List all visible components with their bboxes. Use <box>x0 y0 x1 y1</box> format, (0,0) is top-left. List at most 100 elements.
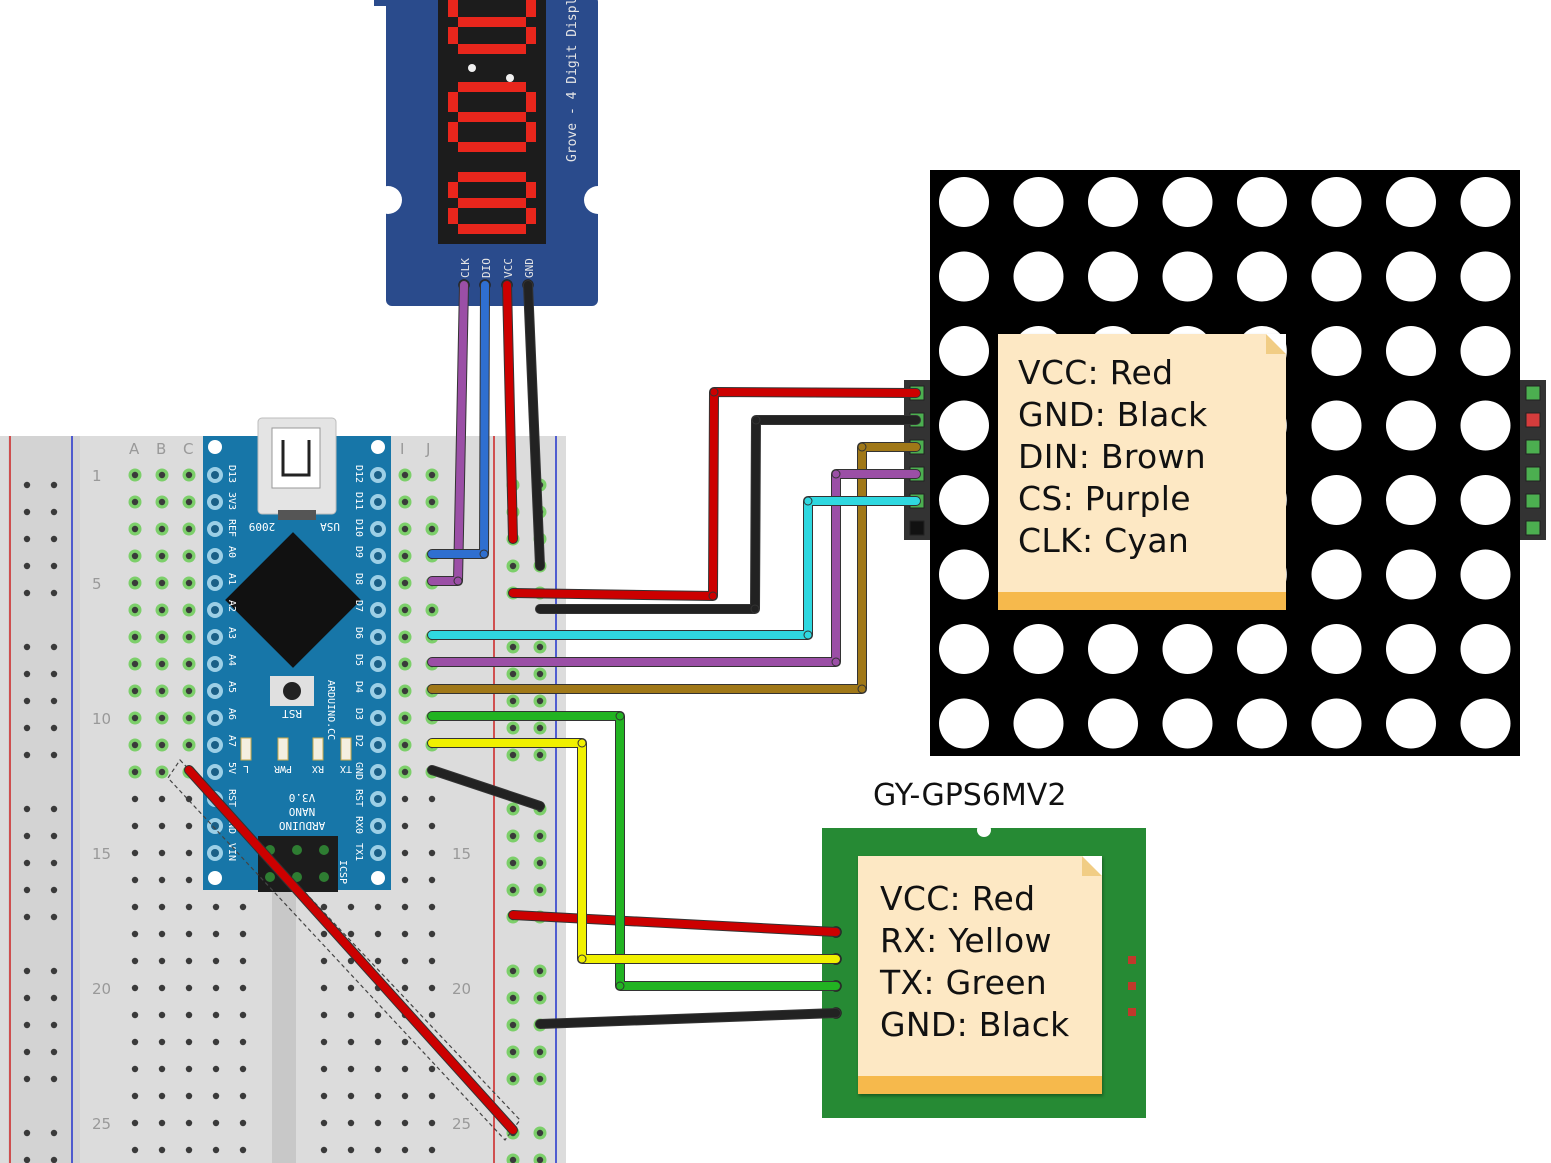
breadboard-hole <box>428 930 436 938</box>
breadboard-hole <box>401 579 409 587</box>
breadboard-hole <box>347 1119 355 1127</box>
segment <box>458 112 526 122</box>
breadboard-hole <box>536 994 544 1002</box>
breadboard-hole <box>185 606 193 614</box>
arduino-pin-label: A3 <box>226 627 237 639</box>
arduino-led-label: RX <box>312 763 324 774</box>
arduino-pin-label: A5 <box>226 681 237 693</box>
wire-display-dio-blue-bend <box>479 549 489 559</box>
matrix-led <box>1237 624 1287 674</box>
wire-display-vcc-red[interactable] <box>503 281 517 543</box>
matrix-led <box>939 549 989 600</box>
breadboard-hole <box>50 1129 58 1137</box>
wire-matrix-vcc-red-bend <box>708 591 718 601</box>
wire-gps-tx-green-bend <box>615 981 625 991</box>
arduino-pin-label: 3V3 <box>226 492 237 510</box>
matrix-led <box>1088 177 1138 227</box>
breadboard-hole <box>23 832 31 840</box>
wire-gps-vcc-red[interactable] <box>509 911 840 936</box>
matrix-note-gnd: GND: Black <box>1018 395 1208 434</box>
segment <box>458 198 526 208</box>
breadboard-hole <box>428 471 436 479</box>
breadboard-hole <box>158 876 166 884</box>
wire-matrix-cs-purple-bend <box>831 657 841 667</box>
wire-matrix-vcc-red[interactable] <box>509 388 920 600</box>
breadboard-hole <box>23 859 31 867</box>
breadboard-hole <box>131 822 139 830</box>
pin-label-dio: DIO <box>480 258 493 278</box>
breadboard-hole <box>536 643 544 651</box>
breadboard-hole <box>428 795 436 803</box>
breadboard-hole <box>23 1129 31 1137</box>
matrix-led <box>1386 549 1436 600</box>
breadboard-hole <box>536 1156 544 1163</box>
breadboard-hole <box>509 1021 517 1029</box>
wire-matrix-clk-cyan[interactable] <box>428 497 920 639</box>
segment <box>458 82 526 92</box>
matrix-led <box>1237 251 1287 302</box>
breadboard-hole <box>212 1119 220 1127</box>
breadboard-hole <box>239 1146 247 1154</box>
row-num-1-left: 1 <box>92 467 102 485</box>
arduino-pin-hole <box>211 498 219 506</box>
breadboard-hole <box>50 832 58 840</box>
arduino-brand: ARDUINO.CC <box>325 680 336 740</box>
matrix-led <box>1460 698 1511 749</box>
matrix-out-pin[interactable] <box>1525 439 1541 455</box>
breadboard-hole <box>23 886 31 894</box>
breadboard-hole <box>23 535 31 543</box>
breadboard-hole <box>23 1156 31 1163</box>
breadboard-hole <box>509 724 517 732</box>
matrix-in-pin[interactable] <box>909 520 925 536</box>
wire-gps-rx-yellow[interactable] <box>428 739 840 963</box>
breadboard-hole <box>401 1146 409 1154</box>
arduino-pin-label: A1 <box>226 573 237 585</box>
breadboard-hole <box>158 1038 166 1046</box>
matrix-led <box>1460 400 1511 451</box>
row-num-25-right: 25 <box>452 1115 471 1133</box>
wire-display-gnd-black[interactable] <box>524 281 544 570</box>
breadboard-hole <box>401 714 409 722</box>
breadboard-hole <box>185 498 193 506</box>
breadboard-hole <box>131 768 139 776</box>
wire-gnd-jumper-black[interactable] <box>428 766 544 810</box>
breadboard-hole <box>401 903 409 911</box>
gps-module-title: GY-GPS6MV2 <box>873 778 1067 813</box>
matrix-note-din: DIN: Brown <box>1018 437 1207 476</box>
matrix-led <box>1460 475 1511 525</box>
wire-matrix-gnd-black[interactable] <box>536 416 920 613</box>
matrix-led <box>1460 326 1511 376</box>
matrix-out-pin[interactable] <box>1525 520 1541 536</box>
arduino-pin-hole <box>374 741 382 749</box>
wires <box>167 280 921 1141</box>
wire-gps-tx-green-bend <box>615 711 625 721</box>
breadboard-hole <box>23 562 31 570</box>
matrix-out-pin[interactable] <box>1525 412 1541 428</box>
wire-gps-tx-green[interactable] <box>428 712 840 990</box>
wire-gps-rx-yellow-bend <box>577 954 587 964</box>
matrix-out-pin[interactable] <box>1525 466 1541 482</box>
breadboard-hole <box>401 957 409 965</box>
breadboard-hole <box>428 525 436 533</box>
breadboard-hole <box>185 741 193 749</box>
note-fold-corner <box>1266 334 1286 354</box>
breadboard-hole <box>320 1119 328 1127</box>
wire-gps-gnd-black[interactable] <box>536 1009 840 1028</box>
breadboard-hole <box>401 1038 409 1046</box>
breadboard-hole <box>131 1119 139 1127</box>
matrix-out-pin[interactable] <box>1525 385 1541 401</box>
breadboard-hole <box>23 643 31 651</box>
arduino-pin-label: A4 <box>226 654 237 666</box>
wire-matrix-cs-purple[interactable] <box>428 470 920 666</box>
breadboard-hole <box>185 471 193 479</box>
wire-5v-jumper-red[interactable] <box>185 766 517 1134</box>
matrix-out-pin[interactable] <box>1525 493 1541 509</box>
arduino-pin-label: D8 <box>353 573 364 585</box>
breadboard-hole <box>374 957 382 965</box>
breadboard-hole <box>239 1119 247 1127</box>
matrix-led <box>1013 624 1064 674</box>
breadboard-hole <box>23 1021 31 1029</box>
wire-matrix-din-brown[interactable] <box>428 443 920 693</box>
matrix-led <box>1088 251 1138 302</box>
matrix-led <box>1311 251 1362 302</box>
